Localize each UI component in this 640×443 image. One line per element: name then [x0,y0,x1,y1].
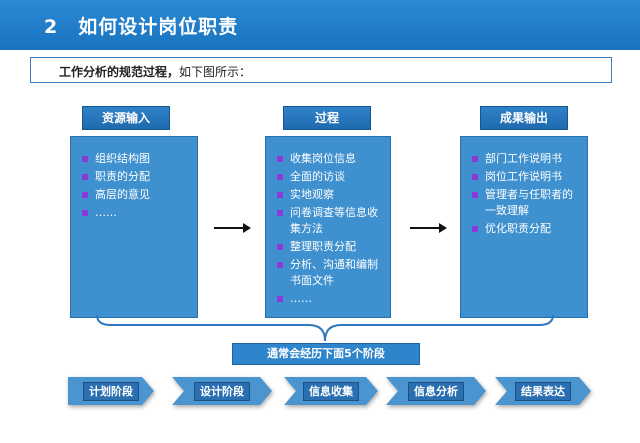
list-item: 优化职责分配 [467,221,583,237]
list-item: 整理职责分配 [272,239,386,255]
stage-planning: 计划阶段 [68,377,154,405]
list-item: 管理者与任职者的一致理解 [467,187,583,219]
list-item: 高层的意见 [77,187,191,203]
stage-label: 设计阶段 [194,381,250,401]
bullet-icon [277,296,283,302]
list-item: 收集岗位信息 [272,151,386,167]
bullet-icon [472,156,478,162]
subtitle-bold: 工作分析的规范过程， [59,65,180,79]
list-item: 分析、沟通和编制书面文件 [272,257,386,289]
stage-analysis: 信息分析 [386,377,486,405]
bullet-icon [82,210,88,216]
bullet-icon [277,262,283,268]
bullet-icon [472,226,478,232]
stage-collection: 信息收集 [284,377,378,405]
bullet-icon [277,244,283,250]
bullet-icon [277,156,283,162]
stage-label: 计划阶段 [83,381,139,401]
bullet-icon [82,192,88,198]
right-arrow-icon [214,223,251,233]
bullet-icon [82,174,88,180]
stage-design: 设计阶段 [172,377,272,405]
stage-label: 信息收集 [303,381,359,401]
bullet-icon [277,210,283,216]
list-item: 职责的分配 [77,169,191,185]
bullet-icon [277,174,283,180]
stage-expression: 结果表达 [495,377,591,405]
bullet-icon [82,156,88,162]
list-item: 实地观察 [272,187,386,203]
list-item: …… [77,205,191,221]
stage-label: 结果表达 [515,381,571,401]
column-header-output: 成果输出 [480,106,568,130]
column-box-process: 收集岗位信息 全面的访谈 实地观察 问卷调查等信息收集方法 整理职责分配 分析、… [265,136,391,318]
list-item: …… [272,291,386,307]
list-item: 全面的访谈 [272,169,386,185]
stage-label: 信息分析 [408,381,464,401]
bullet-icon [472,192,478,198]
list-item: 组织结构图 [77,151,191,167]
column-box-input: 组织结构图 职责的分配 高层的意见 …… [70,136,198,318]
summary-bar: 通常会经历下面5个阶段 [232,343,420,365]
column-header-input: 资源输入 [82,106,170,130]
brace-icon [96,314,554,342]
subtitle-box: 工作分析的规范过程，如下图所示： [30,57,612,83]
column-box-output: 部门工作说明书 岗位工作说明书 管理者与任职者的一致理解 优化职责分配 [460,136,588,318]
subtitle-normal: 如下图所示： [179,65,252,79]
subtitle: 工作分析的规范过程，如下图所示： [59,63,251,80]
list-item: 问卷调查等信息收集方法 [272,205,386,237]
slide-header: 2 如何设计岗位职责 [0,0,640,50]
slide-title: 2 如何设计岗位职责 [44,16,239,38]
list-item: 岗位工作说明书 [467,169,583,185]
right-arrow-icon [410,223,447,233]
bullet-icon [472,174,478,180]
column-header-process: 过程 [283,106,371,130]
bullet-icon [277,192,283,198]
list-item: 部门工作说明书 [467,151,583,167]
